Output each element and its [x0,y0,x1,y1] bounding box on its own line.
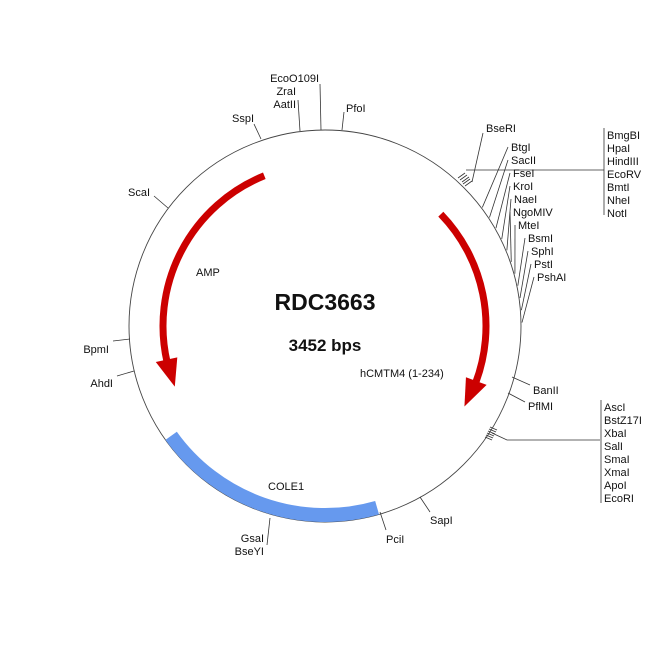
site-tick [489,159,509,218]
site-label-apoi[interactable]: ApoI [604,480,627,492]
site-tick [501,185,511,240]
site-label-scai[interactable]: ScaI [128,187,150,199]
site-label-asci[interactable]: AscI [604,402,625,414]
site-label-bmti[interactable]: BmtI [607,182,630,194]
site-tick [507,392,526,403]
site-tick [521,276,535,323]
site-tick [319,83,322,131]
plasmid-size: 3452 bps [289,336,362,355]
site-tick [419,496,431,513]
site-label-btgi[interactable]: BtgI [511,142,531,154]
site-label-hindiii[interactable]: HindIII [607,156,639,168]
site-label-bstz17i[interactable]: BstZ17I [604,415,642,427]
site-tick-bseri [471,132,484,183]
hcmtm4-arrow-arc[interactable] [438,211,490,385]
site-label-zrai[interactable]: ZraI [276,86,296,98]
site-label-bpmi[interactable]: BpmI [83,344,109,356]
site-label-naei[interactable]: NaeI [514,194,537,206]
amp-arrowhead [155,357,178,387]
site-label-bmgbi[interactable]: BmgBI [607,130,640,142]
site-tick [495,172,511,229]
site-label-smai[interactable]: SmaI [604,454,630,466]
site-label-sphi[interactable]: SphI [531,246,554,258]
feature-label-amp: AMP [196,267,220,279]
site-tick [509,211,512,262]
feature-label-cole1: COLE1 [268,481,304,493]
site-label-ngomiv[interactable]: NgoMIV [513,207,553,219]
site-label-xbai[interactable]: XbaI [604,428,627,440]
site-label-fsei[interactable]: FseI [513,168,534,180]
site-tick [506,198,512,251]
site-tick [517,237,526,286]
site-tick [481,146,509,208]
site-label-nhei[interactable]: NheI [607,195,630,207]
mcs-bottom-leader [491,432,600,441]
site-tick [253,123,262,140]
site-label-sapi[interactable]: SapI [430,515,453,527]
hcmtm4-arrowhead [464,377,487,407]
cole1-origin-arc[interactable] [165,431,380,522]
site-label-gsai[interactable]: GsaI [241,533,264,545]
site-label-kroi[interactable]: KroI [513,181,533,193]
feature-label-hcmtm4: hCMTM4 (1-234) [360,368,444,380]
site-label-sali[interactable]: SalI [604,441,623,453]
site-label-aatii[interactable]: AatII [273,99,296,111]
site-label-pcii[interactable]: PciI [386,534,404,546]
site-tick [116,370,135,377]
site-label-ahdi[interactable]: AhdI [90,378,113,390]
site-tick [341,111,345,131]
site-label-xmai[interactable]: XmaI [604,467,630,479]
site-label-ecorv[interactable]: EcoRV [607,169,642,181]
mcs-top-hatch [457,172,473,187]
site-tick [297,99,301,132]
site-tick [511,376,531,386]
site-label-hpai[interactable]: HpaI [607,143,630,155]
site-tick [112,338,131,342]
site-tick [520,263,532,311]
site-label-sspi[interactable]: SspI [232,113,254,125]
site-tick [519,250,529,298]
site-label-pfoi[interactable]: PfoI [346,103,366,115]
site-label-banii[interactable]: BanII [533,385,559,397]
site-label-bseri[interactable]: BseRI [486,123,516,135]
site-label-ecoo109i[interactable]: EcoO109I [270,73,319,85]
mcs-bottom-hatch [484,426,498,441]
site-label-mtei[interactable]: MteI [518,220,539,232]
site-label-bsmi[interactable]: BsmI [528,233,553,245]
site-label-ecori[interactable]: EcoRI [604,493,634,505]
site-label-pflmi[interactable]: PflMI [528,401,553,413]
plasmid-name: RDC3663 [275,289,376,315]
site-tick [266,517,271,546]
site-tick [153,195,169,209]
site-tick [379,511,387,531]
site-label-pshai[interactable]: PshAI [537,272,566,284]
site-label-noti[interactable]: NotI [607,208,627,220]
site-label-sacii[interactable]: SacII [511,155,536,167]
site-label-psti[interactable]: PstI [534,259,553,271]
amp-arrow-arc[interactable] [159,172,266,364]
site-label-bseyi[interactable]: BseYI [235,546,264,558]
